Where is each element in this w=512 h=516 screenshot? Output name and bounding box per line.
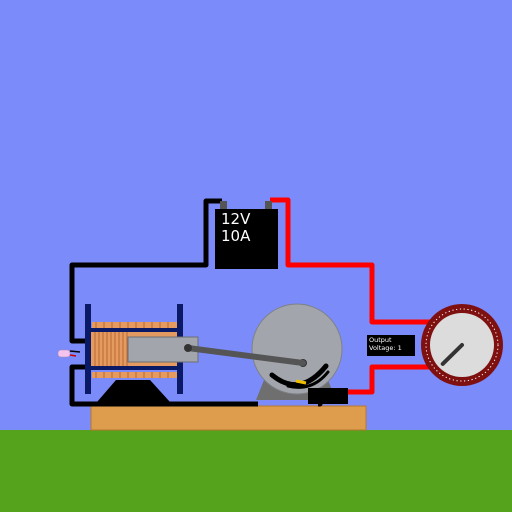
wooden-base [90,405,367,431]
led-icon [57,349,81,358]
readout-line-output: Output [369,336,392,344]
battery-voltage-label: 12V [221,210,251,228]
output-voltage-readout: Output Voltage: 1 [367,335,415,356]
positive-wire [270,197,430,395]
switch-icon [308,388,348,404]
gauge-needle [440,343,464,366]
connecting-rod [185,345,306,366]
readout-line-voltage: Voltage: 1 [369,344,402,352]
battery-icon [215,201,278,269]
brush-contact [295,379,307,385]
grass-ground [0,430,512,512]
rod-pivot [184,344,192,352]
gauge-icon [421,304,503,386]
flywheel-icon [251,303,343,395]
coil-stand [97,380,170,402]
battery-current-label: 10A [221,227,251,245]
